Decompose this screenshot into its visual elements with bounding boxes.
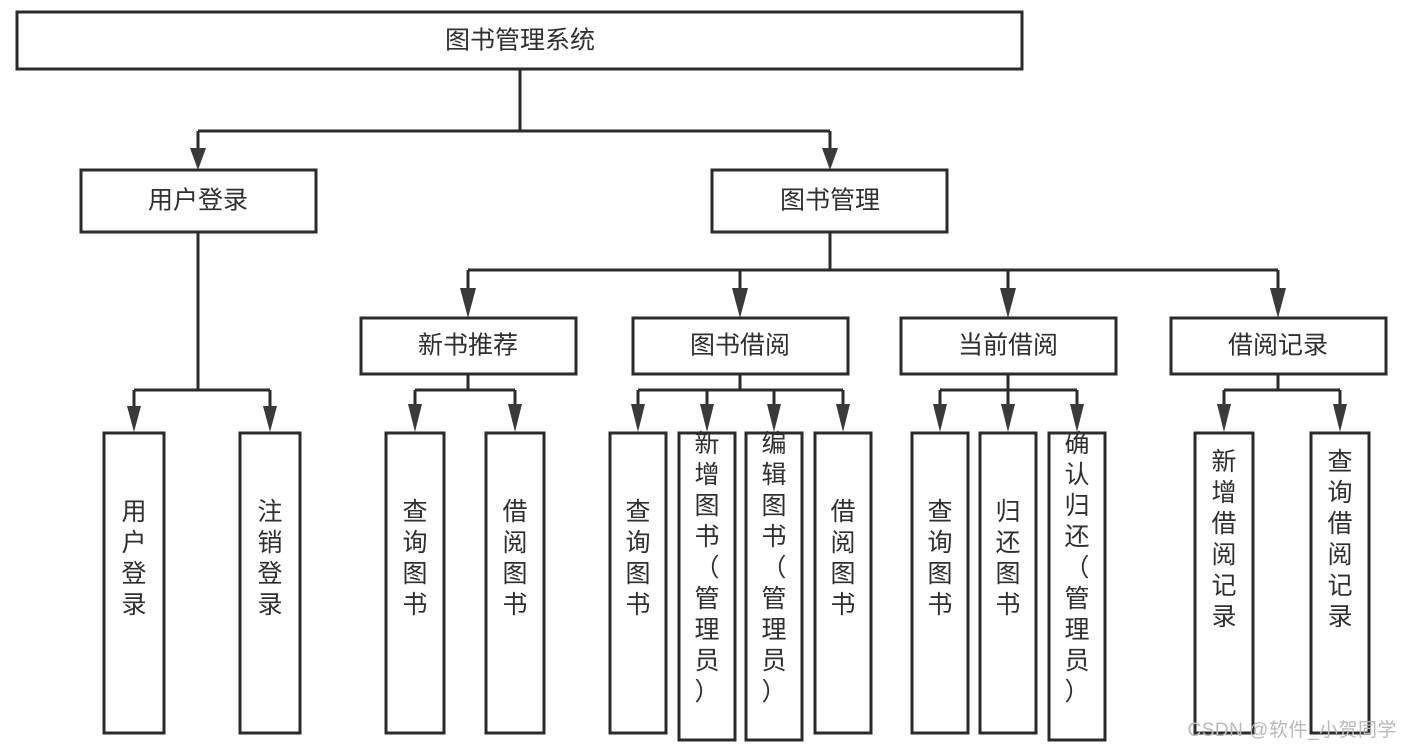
node-leaf13-label: 查询借阅记录: [1327, 448, 1352, 631]
node-login-label: 用户登录: [148, 187, 248, 215]
node-leaf8[interactable]: 借阅图书: [813, 431, 873, 735]
node-leaf3-label: 查询图书: [402, 498, 427, 619]
node-leaf7-box[interactable]: [744, 431, 804, 742]
node-current-label: 当前借阅: [958, 332, 1058, 360]
node-newbook-label: 新书推荐: [418, 332, 518, 360]
arrow-to-newbook: [460, 288, 476, 318]
node-leaf8-label: 借阅图书: [830, 498, 855, 619]
arrow-to-bookmgmt: [822, 148, 838, 170]
node-record-box[interactable]: [1169, 316, 1388, 376]
node-leaf13-box[interactable]: [1309, 431, 1371, 735]
csdn-watermark: CSDN @软件_小贺同学: [1187, 720, 1397, 741]
node-leaf10-label: 归还图书: [995, 498, 1020, 619]
node-leaf3[interactable]: 查询图书: [384, 431, 446, 735]
arrow-to-leaf7: [767, 404, 781, 432]
node-leaf10-box[interactable]: [978, 431, 1038, 735]
node-leaf9-box[interactable]: [910, 431, 970, 735]
node-leaf4-label: 借阅图书: [502, 498, 527, 619]
node-leaf12[interactable]: 新增借阅记录: [1193, 431, 1255, 735]
node-bookmgmt-box[interactable]: [710, 168, 949, 234]
node-record-label: 借阅记录: [1228, 332, 1328, 360]
node-leaf11-label: 确认归还（管理员）: [1064, 430, 1089, 706]
arrow-to-leaf12: [1217, 404, 1231, 432]
node-leaf4-box[interactable]: [484, 431, 546, 735]
node-root-label: 图书管理系统: [445, 27, 595, 55]
node-leaf13[interactable]: 查询借阅记录: [1309, 431, 1371, 735]
node-root-box[interactable]: [15, 10, 1024, 71]
arrow-to-leaf1: [127, 406, 141, 432]
node-leaf7[interactable]: 编辑图书（管理员）: [744, 430, 804, 742]
node-leaf2-label: 注销登录: [257, 498, 282, 619]
node-bookmgmt[interactable]: 图书管理: [710, 168, 949, 234]
arrow-to-record: [1270, 288, 1286, 318]
arrow-to-leaf10: [1001, 404, 1015, 432]
node-bookmgmt-label: 图书管理: [780, 187, 880, 215]
arrow-to-leaf9: [933, 404, 947, 432]
node-leaf6[interactable]: 新增图书（管理员）: [677, 430, 737, 742]
node-newbook[interactable]: 新书推荐: [359, 316, 578, 376]
arrow-to-leaf13: [1333, 404, 1347, 432]
arrow-to-borrow: [732, 288, 748, 318]
node-leaf6-box[interactable]: [677, 431, 737, 742]
node-login-box[interactable]: [79, 168, 318, 234]
arrow-to-leaf4: [508, 404, 522, 432]
node-record[interactable]: 借阅记录: [1169, 316, 1388, 376]
node-leaf12-label: 新增借阅记录: [1211, 448, 1236, 631]
node-borrow[interactable]: 图书借阅: [631, 316, 850, 376]
node-leaf11[interactable]: 确认归还（管理员）: [1047, 430, 1107, 742]
node-leaf10[interactable]: 归还图书: [978, 431, 1038, 735]
node-leaf2[interactable]: 注销登录: [238, 431, 302, 735]
node-leaf5-box[interactable]: [608, 431, 668, 735]
node-leaf1[interactable]: 用户登录: [102, 431, 166, 735]
node-leaf3-box[interactable]: [384, 431, 446, 735]
arrow-to-leaf5: [631, 404, 645, 432]
arrow-to-current: [1000, 288, 1016, 318]
arrow-to-leaf2: [263, 406, 277, 432]
node-leaf1-box[interactable]: [102, 431, 166, 735]
node-leaf5[interactable]: 查询图书: [608, 431, 668, 735]
node-leaf2-box[interactable]: [238, 431, 302, 735]
arrow-to-leaf11: [1070, 404, 1084, 432]
arrow-to-leaf8: [836, 404, 850, 432]
node-current[interactable]: 当前借阅: [899, 316, 1118, 376]
connector-layer: [127, 69, 1347, 432]
node-current-box[interactable]: [899, 316, 1118, 376]
node-leaf6-label: 新增图书（管理员）: [694, 430, 719, 706]
arrow-to-login: [190, 148, 206, 170]
node-leaf5-label: 查询图书: [625, 498, 650, 619]
arrow-to-leaf3: [408, 404, 422, 432]
node-leaf12-box[interactable]: [1193, 431, 1255, 735]
node-login[interactable]: 用户登录: [79, 168, 318, 234]
node-root[interactable]: 图书管理系统: [15, 10, 1024, 71]
node-leaf8-box[interactable]: [813, 431, 873, 735]
node-leaf7-label: 编辑图书（管理员）: [761, 430, 786, 706]
node-leaf9-label: 查询图书: [927, 498, 952, 619]
node-newbook-box[interactable]: [359, 316, 578, 376]
node-leaf9[interactable]: 查询图书: [910, 431, 970, 735]
node-leaf11-box[interactable]: [1047, 431, 1107, 742]
node-borrow-label: 图书借阅: [690, 332, 790, 360]
node-leaf4[interactable]: 借阅图书: [484, 431, 546, 735]
node-leaf1-label: 用户登录: [121, 498, 146, 619]
arrow-to-leaf6: [700, 404, 714, 432]
node-borrow-box[interactable]: [631, 316, 850, 376]
